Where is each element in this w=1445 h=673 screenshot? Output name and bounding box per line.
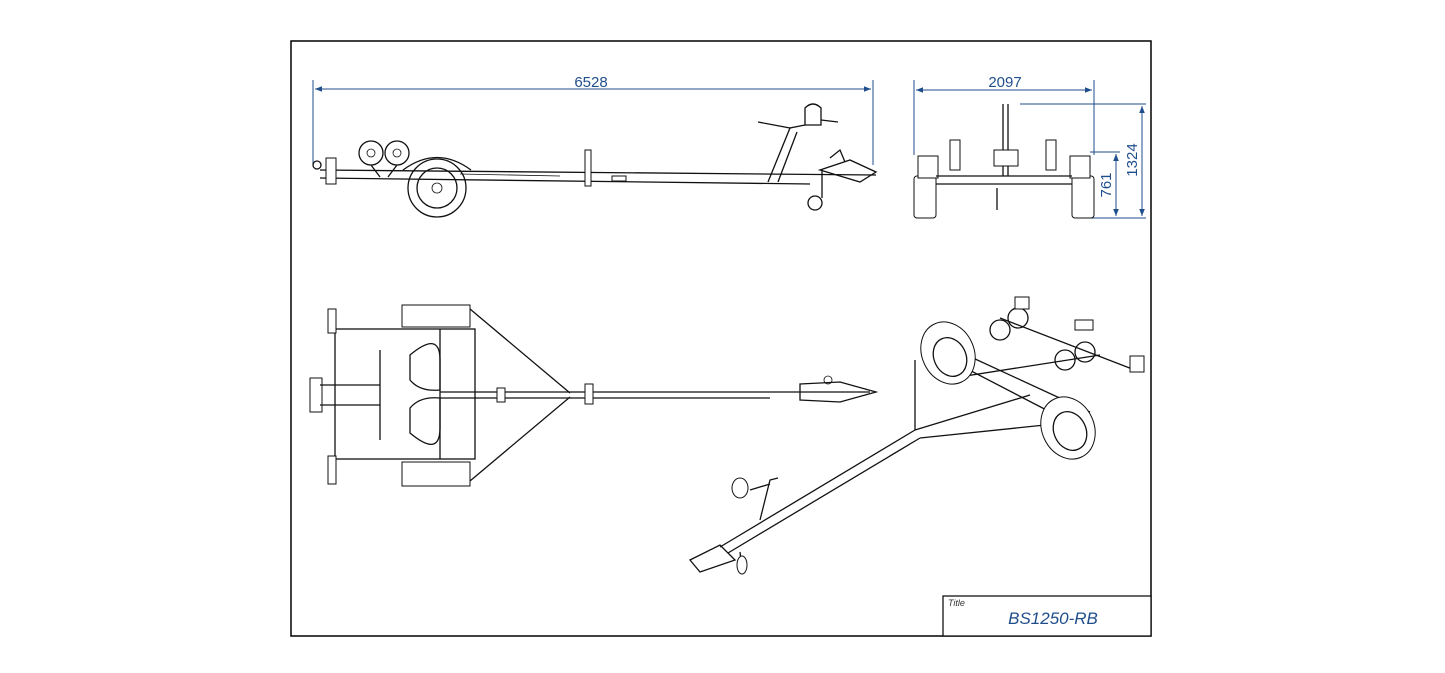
dimension-overall-width-value: 2097 <box>988 74 1021 91</box>
drawing-frame <box>290 40 1152 637</box>
top-view <box>309 304 879 487</box>
dimension-deck-height: 761 <box>1090 151 1120 216</box>
title-block: Title BS1250-RB <box>942 595 1152 637</box>
dimension-deck-height-value: 761 <box>1098 172 1115 197</box>
title-block-label: Title <box>948 598 965 608</box>
dimension-overall-length-value: 6528 <box>574 74 607 91</box>
dimension-overall-length: 6528 <box>312 74 874 165</box>
dimension-overall-width: 2097 <box>913 74 1095 155</box>
dimension-overall-height-value: 1324 <box>1124 143 1141 176</box>
dimension-overall-height: 1324 <box>1020 103 1146 219</box>
isometric-view <box>688 296 1145 575</box>
rear-view: 2097 1324 761 <box>913 74 1146 219</box>
side-view: 6528 <box>312 74 878 218</box>
title-block-value: BS1250-RB <box>1008 609 1098 628</box>
